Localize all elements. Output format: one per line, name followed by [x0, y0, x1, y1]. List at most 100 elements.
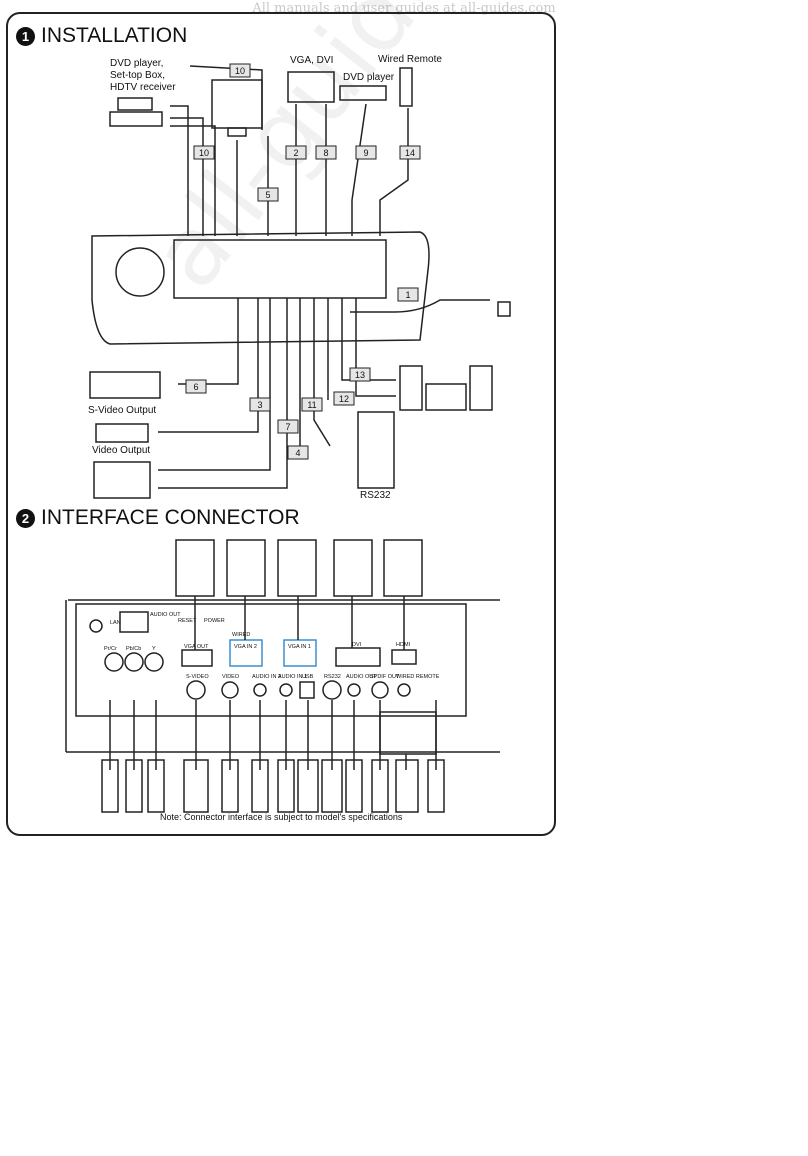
panel-label-spdif: SPDIF OUT — [370, 674, 400, 680]
laptop-device — [287, 71, 335, 103]
panel-label-vga-in1: VGA IN 1 — [288, 644, 311, 650]
monitor-stand — [227, 127, 247, 137]
dsub-connector-image — [277, 539, 317, 597]
cable-number-box — [257, 187, 279, 202]
cable-number-label: 5 — [265, 190, 270, 200]
panel-label-reset: RESET — [178, 618, 197, 624]
cable-number-label: 14 — [405, 148, 415, 158]
kensington-lock — [89, 619, 103, 633]
section-installation-heading: 1 INSTALLATION — [16, 24, 187, 48]
panel-label-audio-out: AUDIO OUT — [150, 612, 181, 618]
panel-label-y: Y — [152, 646, 156, 652]
label-wired-remote: Wired Remote — [378, 54, 442, 65]
label-dvd-player: DVD player — [343, 72, 395, 83]
section-title: INTERFACE CONNECTOR — [41, 506, 300, 529]
panel-label-hdmi: HDMI — [396, 642, 411, 648]
projector-io-panel — [173, 239, 387, 299]
cable-number-box — [355, 145, 377, 160]
hdmi-connector-image — [383, 539, 423, 597]
audio-out-port — [347, 683, 361, 697]
label-video-output: Video Output — [92, 445, 151, 456]
interface-panel — [75, 603, 467, 717]
panel-label-audio-in2: AUDIO IN 2 — [252, 674, 281, 680]
section-title: INSTALLATION — [41, 24, 188, 47]
cable-number-label: 11 — [307, 400, 316, 410]
vga-in2-port — [229, 639, 263, 667]
hdtv-receiver-device — [109, 111, 163, 127]
wired-remote-port — [397, 683, 411, 697]
audio-in1-port — [279, 683, 293, 697]
panel-label-vga-out: VGA OUT — [184, 644, 209, 650]
speaker-right — [469, 365, 493, 411]
panel-label-wired: WIRED — [232, 632, 250, 638]
video-port — [221, 681, 239, 699]
projector-body — [91, 231, 430, 345]
video-source-device — [95, 423, 149, 443]
panel-label-audio-out-2: AUDIO OUT — [346, 674, 377, 680]
cable-number-label: 2 — [293, 148, 298, 158]
hdmi-port — [391, 649, 417, 665]
vga-in1-port — [283, 639, 317, 667]
bottom-plugs — [101, 759, 445, 813]
cable-number-box — [349, 367, 371, 382]
amplifier-device — [425, 383, 467, 411]
panel-label-vga-in2: VGA IN 2 — [234, 644, 257, 650]
cable-number-label: 4 — [295, 448, 300, 458]
panel-label-usb: USB — [302, 674, 314, 680]
prcr-port — [104, 652, 124, 672]
cable-number-box — [301, 397, 323, 412]
panel-label-audio-in1: AUDIO IN 1 — [278, 674, 307, 680]
monitor-device — [211, 79, 263, 129]
cable-number-label: 12 — [339, 394, 349, 404]
speaker-left — [399, 365, 423, 411]
cable-number-label: 13 — [355, 370, 365, 380]
laptop-usb-device — [93, 461, 151, 499]
section-interface-heading: 2 INTERFACE CONNECTOR — [16, 506, 300, 530]
cable-number-label: 6 — [193, 382, 198, 392]
rs232-pc-tower — [357, 411, 395, 489]
usb-port — [299, 681, 315, 699]
panel-label-power: POWER — [204, 618, 225, 624]
vga-out-port — [181, 649, 213, 667]
label-dvd-settop: DVD player, Set-top Box, HDTV receiver — [110, 58, 176, 93]
cable-number-box — [193, 145, 215, 160]
section-number-badge: 2 — [16, 508, 35, 528]
dvd-player-device — [339, 85, 387, 101]
audio-in2-port — [253, 683, 267, 697]
label-vga-dvi: VGA, DVI — [290, 55, 334, 66]
spdif-port — [371, 681, 389, 699]
cable-number-label: 10 — [235, 66, 245, 76]
panel-label-wired-remote: WIRED REMOTE — [396, 674, 440, 680]
cable-number-box — [229, 63, 251, 78]
cable-number-box — [185, 379, 207, 394]
label-rs232: RS232 — [360, 490, 391, 501]
cable-number-label: 8 — [323, 148, 328, 158]
projector-speaker — [115, 247, 165, 297]
cable-number-box — [287, 445, 309, 460]
lan-port — [119, 611, 149, 633]
rs232-port — [322, 680, 342, 700]
dvi-connector-image — [333, 539, 373, 597]
cable-number-box — [249, 397, 271, 412]
cable-number-box — [277, 419, 299, 434]
svideo-source-device — [89, 371, 161, 399]
cable-number-label: 10 — [199, 148, 209, 158]
panel-label-rs232: RS232 — [324, 674, 341, 680]
wired-remote-device — [399, 67, 413, 107]
y-port — [144, 652, 164, 672]
cable-number-box — [315, 145, 337, 160]
svideo-port — [186, 680, 206, 700]
panel-label-prcr: Pr/Cr — [104, 646, 117, 652]
dsub-connector-image — [226, 539, 266, 597]
cable-number-box — [285, 145, 307, 160]
connector-note: Note: Connector interface is subject to … — [160, 812, 403, 822]
panel-label-dvi: DVI — [352, 642, 362, 648]
diagram-frame — [6, 12, 556, 836]
dvi-port — [335, 647, 381, 667]
cable-number-label: 3 — [257, 400, 262, 410]
section-number-badge: 1 — [16, 26, 35, 46]
cable-number-label: 9 — [363, 148, 368, 158]
panel-label-video: VIDEO — [222, 674, 240, 680]
ac-power-socket — [379, 711, 437, 755]
